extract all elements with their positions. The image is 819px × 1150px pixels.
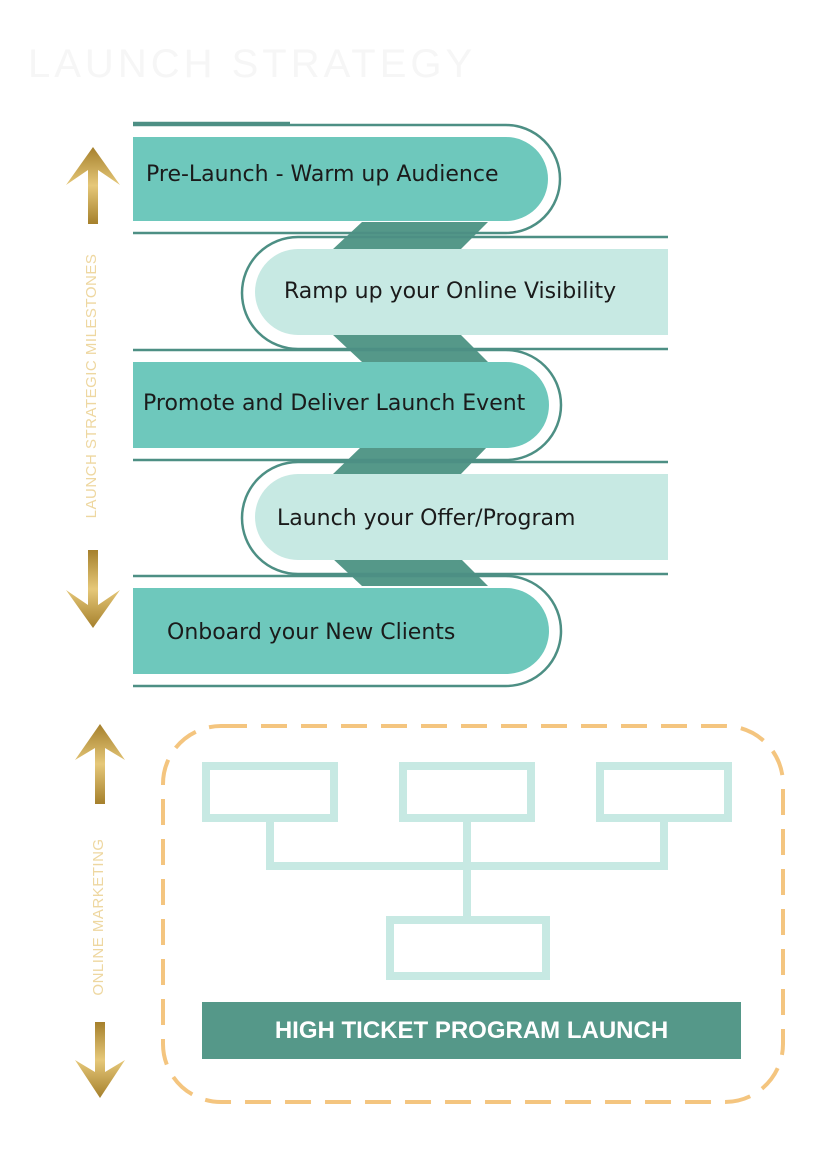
arrow-down-icon xyxy=(66,550,120,628)
banner-bg xyxy=(202,1002,741,1059)
step-label: Promote and Deliver Launch Event xyxy=(143,391,526,416)
step-label: Ramp up your Online Visibility xyxy=(284,279,617,304)
step-pill-4 xyxy=(255,474,668,560)
step-label: Pre-Launch - Warm up Audience xyxy=(146,162,499,187)
arrow-down-icon xyxy=(75,1022,125,1098)
step-pill-5 xyxy=(133,588,549,674)
marketing-axis-label: ONLINE MARKETING xyxy=(90,838,107,996)
arrow-up-icon xyxy=(75,724,125,804)
step-label: Launch your Offer/Program xyxy=(277,506,576,531)
step-pill-2 xyxy=(255,249,668,335)
arrow-up-icon xyxy=(66,147,120,224)
program-launch-banner: HIGH TICKET PROGRAM LAUNCH xyxy=(274,1016,669,1044)
milestones-axis-label: LAUNCH STRATEGIC MILESTONES xyxy=(83,253,100,519)
org-chart xyxy=(202,762,732,980)
marketing-container xyxy=(161,724,785,1104)
step-outlines xyxy=(133,121,668,688)
step-label: Onboard your New Clients xyxy=(167,620,456,645)
step-pill-1 xyxy=(133,137,548,221)
step-pill-3 xyxy=(133,362,549,448)
faint-heading: LAUNCH STRATEGY xyxy=(28,42,477,86)
